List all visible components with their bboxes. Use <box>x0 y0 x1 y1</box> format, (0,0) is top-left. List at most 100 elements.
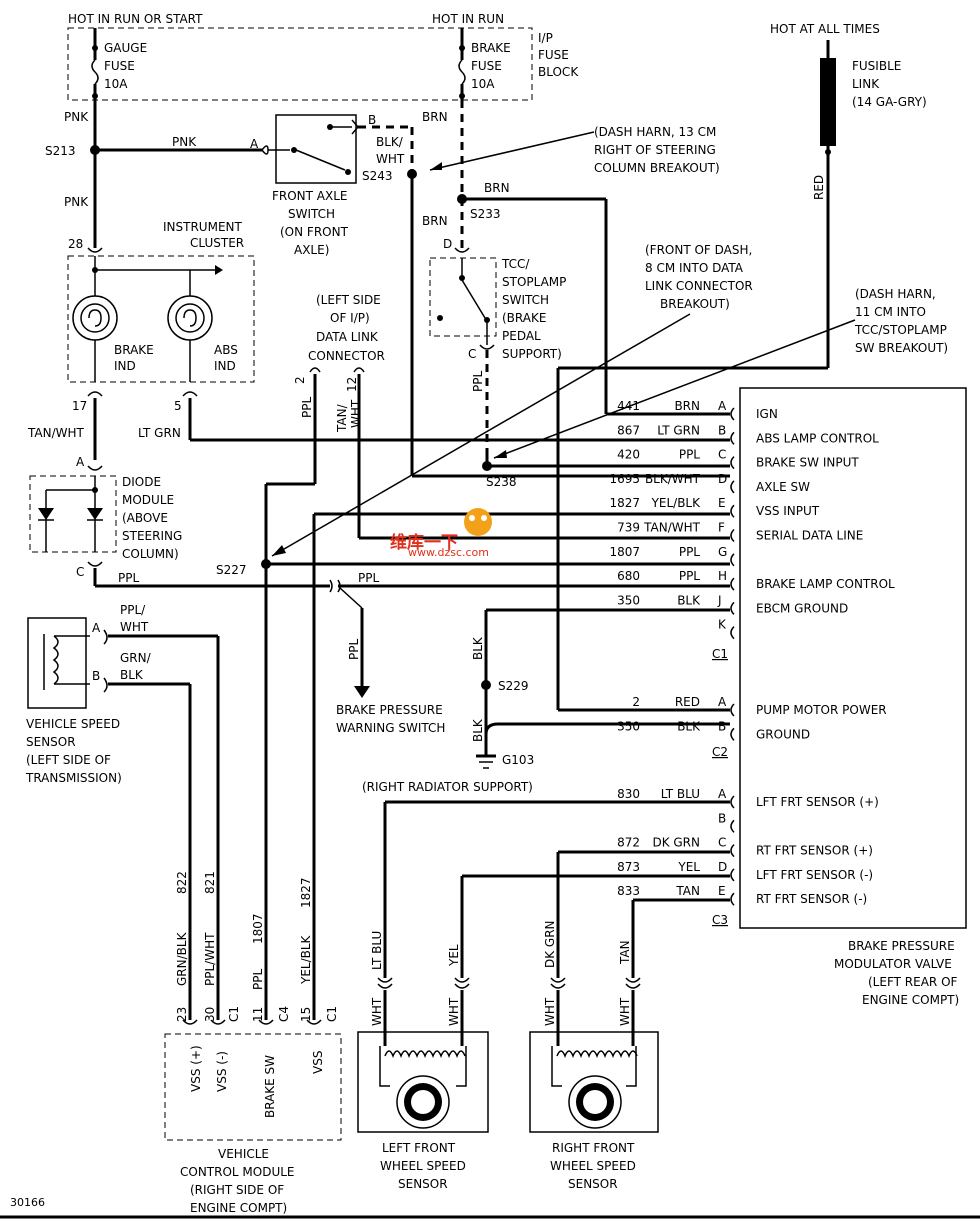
pin-letter: E <box>718 884 726 898</box>
dash-note3-line4: SW BREAKOUT) <box>855 341 948 355</box>
pin-letter: A <box>718 695 727 709</box>
dash-note1-line3: COLUMN BREAKOUT) <box>594 161 720 175</box>
front-axle-pin-b: B <box>368 113 376 127</box>
pin-2: 2 <box>293 376 307 384</box>
connector-terminal-icon <box>730 480 735 494</box>
pin-letter: B <box>718 811 726 825</box>
conn-c2-label: C2 <box>712 745 728 759</box>
watermark-logo-icon <box>464 508 492 536</box>
watermark-url: www.dzsc.com <box>408 546 489 559</box>
connector-terminal-icon <box>730 504 735 518</box>
lt-blu-label: LT BLU <box>370 931 384 970</box>
circuit-1807: 1807 <box>251 913 265 944</box>
terminal-function-label: PUMP MOTOR POWER <box>756 703 887 717</box>
brake-ind-label-2: IND <box>114 359 136 373</box>
s238-label: S238 <box>486 475 517 489</box>
pin-letter: C <box>718 836 726 850</box>
pin-letter: J <box>717 593 722 607</box>
pin-letter: C <box>718 448 726 462</box>
watermark-text: 维库一下 <box>390 532 458 553</box>
s227-label: S227 <box>216 563 247 577</box>
vcm-label-3: (RIGHT SIDE OF <box>190 1183 284 1197</box>
pnk-label-2: PNK <box>172 135 197 149</box>
tan-wht-v1: TAN/ <box>335 403 349 433</box>
wire-color-label: RED <box>675 695 700 709</box>
pin-28: 28 <box>68 237 83 251</box>
grn-blk-v-label: GRN/BLK <box>175 931 189 986</box>
ppl-label-dlc: PPL <box>300 397 314 418</box>
wire-color-label: PPL <box>679 545 700 559</box>
wire-color-label: DK GRN <box>652 836 700 850</box>
ppl-label-vcm: PPL <box>251 969 265 990</box>
terminal-function-label: BRAKE LAMP CONTROL <box>756 577 895 591</box>
wire-color-label: LT BLU <box>661 787 700 801</box>
vcm-pin-23: 23 <box>175 1007 189 1022</box>
tcc-label-4: (BRAKE <box>502 311 546 325</box>
diode-label-3: (ABOVE <box>122 511 168 525</box>
fuse-block-label-3: BLOCK <box>538 65 579 79</box>
circuit-number: 739 <box>617 521 640 535</box>
wire-color-label: PPL <box>679 569 700 583</box>
pnk-label-3: PNK <box>64 195 89 209</box>
vcm-conn-c1b: C1 <box>325 1006 339 1022</box>
tcc-label-2: STOPLAMP <box>502 275 566 289</box>
front-axle-label-3: (ON FRONT <box>280 225 349 239</box>
lt-grn-label: LT GRN <box>138 426 181 440</box>
diode-label-4: STEERING <box>122 529 182 543</box>
vss-label-1: VEHICLE SPEED <box>26 717 120 731</box>
circuit-1827: 1827 <box>299 877 313 908</box>
fusible-link-icon <box>820 58 836 146</box>
circuit-number: 680 <box>617 569 640 583</box>
bpws-label-1: BRAKE PRESSURE <box>336 703 443 717</box>
ppl-wht-v-label: PPL/WHT <box>203 932 217 986</box>
circuit-number: 872 <box>617 836 640 850</box>
vcm-box <box>164 1033 342 1141</box>
wire-color-label: BLK <box>677 719 701 733</box>
diode-2-icon <box>87 508 103 520</box>
front-axle-switch-box <box>275 114 357 184</box>
pin-letter: A <box>718 787 727 801</box>
connector-terminal-icon <box>730 795 735 809</box>
connector-terminal-icon <box>730 868 735 882</box>
connector-terminal-icon <box>730 553 735 567</box>
vcm-pin-vss-minus: VSS (-) <box>215 1051 229 1092</box>
s213-label: S213 <box>45 144 76 158</box>
dash-note2-line3: LINK CONNECTOR <box>645 279 753 293</box>
gauge-fuse-icon <box>91 59 99 85</box>
wire-color-label: LT GRN <box>657 423 700 437</box>
pin-letter: B <box>718 719 726 733</box>
vcm-label-4: ENGINE COMPT) <box>190 1201 287 1215</box>
pressure-switch-icon <box>354 686 370 698</box>
wire-color-label: BLK <box>677 593 701 607</box>
dk-grn-label: DK GRN <box>543 920 557 968</box>
tan-label: TAN <box>618 940 632 965</box>
diode-pin-a: A <box>76 455 85 469</box>
fusible-link-label-1: FUSIBLE <box>852 59 901 73</box>
pin-letter: K <box>718 618 727 632</box>
abs-ind-label-1: ABS <box>214 343 238 357</box>
diode-label-5: COLUMN) <box>122 547 179 561</box>
dash-note1-line1: (DASH HARN, 13 CM <box>594 125 716 139</box>
right-wheel-sensor-box <box>529 1031 659 1133</box>
wire-color-label: PPL <box>679 448 700 462</box>
connector-terminal-icon <box>730 844 735 858</box>
ppl-wht-label-2: WHT <box>120 620 149 634</box>
circuit-number: 1827 <box>609 496 640 510</box>
terminal-function-label: BRAKE SW INPUT <box>756 456 859 470</box>
gauge-fuse-label-2: FUSE <box>104 59 135 73</box>
front-axle-label-4: AXLE) <box>294 243 329 257</box>
modulator-label-1: BRAKE PRESSURE <box>848 939 955 953</box>
fuse-block-label-1: I/P <box>538 31 553 45</box>
connector-terminal-icon <box>730 703 735 717</box>
vss-sensor-box <box>27 617 87 709</box>
vcm-pin-15: 15 <box>299 1007 313 1022</box>
vss-label-4: TRANSMISSION) <box>25 771 122 785</box>
hot-all-times-label: HOT AT ALL TIMES <box>770 22 880 36</box>
circuit-821: 821 <box>203 871 217 894</box>
dash-note1-line2: RIGHT OF STEERING <box>594 143 716 157</box>
wht-label-2: WHT <box>447 997 461 1026</box>
left-tone-wheel-icon <box>396 1075 450 1129</box>
circuit-number: 830 <box>617 787 640 801</box>
